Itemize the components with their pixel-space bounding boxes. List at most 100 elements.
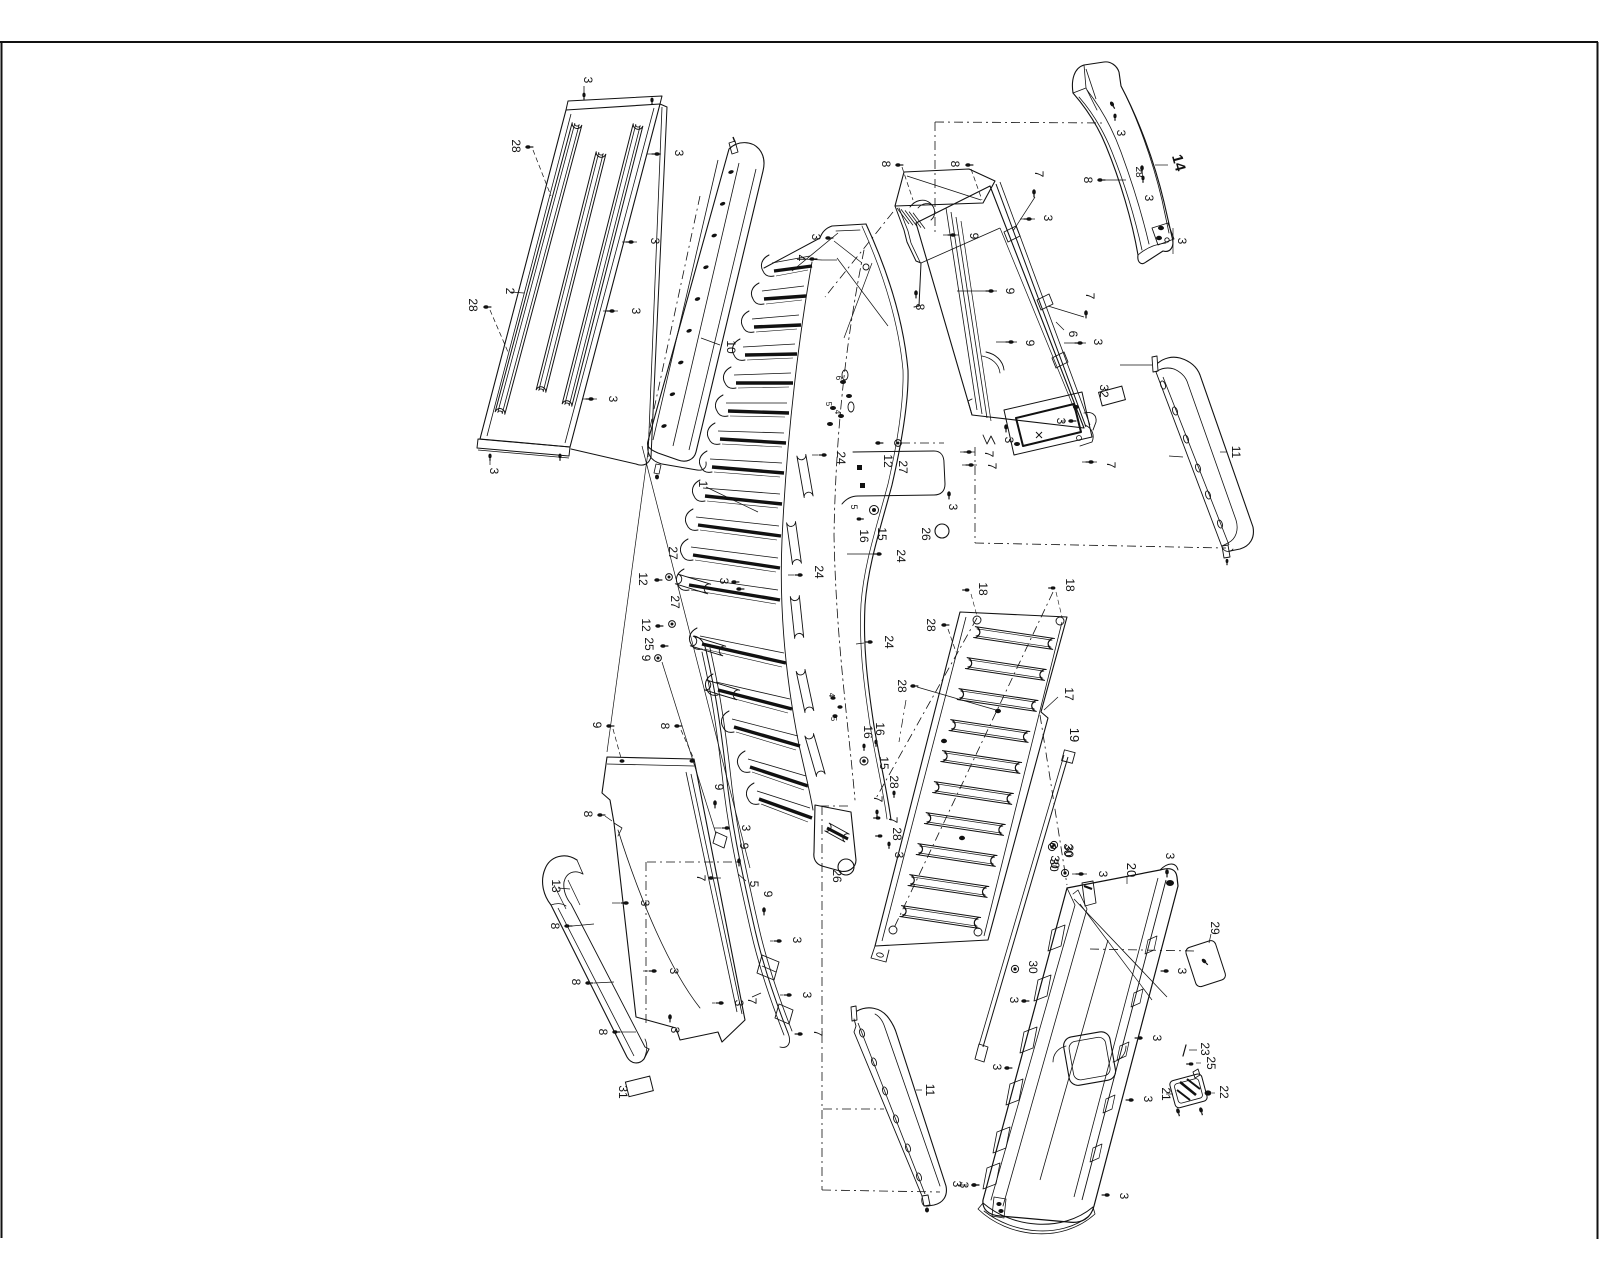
svg-text:4: 4: [827, 693, 836, 698]
svg-text:7: 7: [886, 817, 900, 824]
svg-text:25: 25: [1204, 1056, 1218, 1070]
svg-text:22: 22: [1217, 1085, 1231, 1099]
svg-text:9: 9: [1023, 340, 1037, 347]
svg-text:6: 6: [1066, 331, 1080, 338]
svg-text:28: 28: [466, 298, 480, 312]
svg-text:3: 3: [606, 396, 620, 403]
svg-text:30: 30: [1047, 858, 1061, 872]
svg-text:23: 23: [1198, 1042, 1212, 1056]
svg-text:9: 9: [737, 843, 751, 850]
svg-text:16: 16: [873, 722, 887, 736]
svg-text:3: 3: [1117, 1193, 1131, 1200]
svg-text:3: 3: [672, 150, 686, 157]
svg-text:3: 3: [1096, 871, 1110, 878]
svg-text:8: 8: [548, 923, 562, 930]
svg-text:11: 11: [1229, 446, 1243, 459]
svg-text:3: 3: [1142, 195, 1156, 202]
svg-text:12: 12: [636, 572, 650, 586]
svg-text:31: 31: [616, 1085, 630, 1099]
svg-text:3: 3: [950, 1181, 964, 1188]
svg-text:3: 3: [946, 504, 960, 511]
svg-text:27: 27: [896, 460, 910, 474]
svg-text:28: 28: [895, 679, 909, 693]
svg-text:27: 27: [666, 546, 680, 560]
svg-text:25: 25: [642, 637, 656, 651]
svg-text:12: 12: [881, 454, 895, 468]
svg-text:24: 24: [834, 451, 848, 465]
svg-text:3: 3: [892, 852, 906, 859]
svg-text:28: 28: [924, 618, 938, 632]
svg-text:9: 9: [1003, 288, 1017, 295]
svg-text:3: 3: [487, 468, 501, 475]
svg-text:9: 9: [761, 891, 775, 898]
svg-text:3: 3: [1114, 130, 1128, 137]
svg-text:3: 3: [732, 1000, 746, 1007]
svg-text:3: 3: [1054, 418, 1068, 425]
svg-text:15: 15: [875, 527, 889, 541]
svg-text:3: 3: [1091, 339, 1105, 346]
svg-text:28: 28: [887, 775, 901, 789]
svg-text:29: 29: [1208, 921, 1222, 935]
svg-text:28: 28: [890, 827, 904, 841]
svg-text:18: 18: [1063, 578, 1077, 592]
svg-text:3: 3: [990, 1064, 1004, 1071]
svg-text:9: 9: [639, 655, 653, 662]
svg-text:30: 30: [1048, 855, 1062, 869]
svg-text:30: 30: [1062, 844, 1076, 858]
svg-text:6: 6: [834, 376, 843, 381]
svg-text:9: 9: [590, 722, 604, 729]
svg-text:26: 26: [830, 869, 844, 883]
svg-text:3: 3: [957, 1182, 971, 1189]
svg-text:8: 8: [1081, 177, 1095, 184]
svg-text:30: 30: [1061, 843, 1075, 857]
svg-text:5: 5: [747, 881, 761, 888]
svg-text:7: 7: [985, 463, 999, 470]
svg-text:9: 9: [712, 784, 726, 791]
svg-text:7: 7: [811, 1030, 825, 1037]
svg-text:8: 8: [879, 161, 893, 168]
svg-text:3: 3: [668, 1027, 682, 1034]
svg-text:7: 7: [1083, 293, 1097, 300]
svg-text:17: 17: [1062, 687, 1076, 701]
svg-text:19: 19: [1067, 728, 1082, 742]
svg-text:5: 5: [829, 717, 838, 722]
svg-text:8: 8: [581, 811, 595, 818]
svg-text:3: 3: [739, 825, 753, 832]
svg-text:28: 28: [509, 139, 523, 153]
svg-text:8: 8: [658, 723, 672, 730]
svg-text:26: 26: [919, 527, 933, 541]
svg-text:7: 7: [694, 875, 708, 882]
svg-text:12: 12: [639, 618, 653, 632]
svg-text:5: 5: [824, 402, 833, 407]
svg-text:7: 7: [871, 796, 885, 803]
svg-text:9: 9: [967, 233, 981, 240]
svg-text:3: 3: [1007, 997, 1021, 1004]
svg-text:30: 30: [1026, 960, 1040, 974]
svg-text:15: 15: [877, 756, 891, 770]
svg-text:7: 7: [1104, 462, 1118, 469]
svg-text:18: 18: [976, 582, 990, 596]
svg-text:3: 3: [1163, 853, 1177, 860]
svg-text:2: 2: [503, 288, 517, 295]
svg-text:8: 8: [569, 979, 583, 986]
svg-text:20: 20: [1124, 863, 1139, 877]
svg-text:3: 3: [800, 992, 814, 999]
svg-text:27: 27: [668, 595, 682, 609]
svg-text:3: 3: [667, 968, 681, 975]
svg-text:8: 8: [913, 304, 927, 311]
svg-text:3: 3: [790, 937, 804, 944]
svg-text:24: 24: [894, 549, 908, 563]
svg-text:4: 4: [833, 410, 842, 415]
svg-text:3: 3: [629, 308, 643, 315]
svg-text:7: 7: [982, 451, 996, 458]
svg-text:24: 24: [882, 635, 896, 649]
svg-text:3: 3: [648, 238, 662, 245]
svg-text:28: 28: [1133, 166, 1144, 178]
svg-text:3: 3: [1175, 238, 1189, 245]
svg-text:3: 3: [638, 900, 652, 907]
svg-text:3: 3: [1002, 437, 1016, 444]
svg-text:3: 3: [1041, 215, 1055, 222]
svg-text:8: 8: [596, 1029, 610, 1036]
svg-text:3: 3: [1175, 968, 1189, 975]
svg-text:1: 1: [696, 481, 710, 488]
